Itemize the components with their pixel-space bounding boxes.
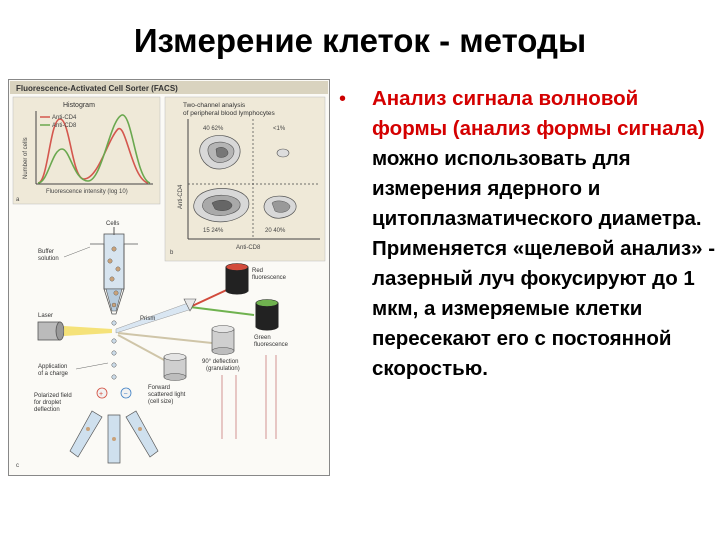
cluster-bottom-left xyxy=(193,188,250,223)
svg-text:+: + xyxy=(99,391,103,398)
deflection-plates: + − xyxy=(96,387,132,399)
cd4-curve xyxy=(37,118,149,184)
buffer-pointer xyxy=(63,246,91,258)
bullet-body: можно использовать для измерения ядерног… xyxy=(372,147,716,380)
label-prism: Prism xyxy=(140,316,155,322)
bullet-paragraph: Анализ сигнала волновой формы (анализ фо… xyxy=(372,84,718,384)
label-fwd-3: (cell size) xyxy=(148,399,173,405)
legend-cd4: Anti-CD4 xyxy=(52,115,77,121)
slide-title: Измерение клеток - методы xyxy=(133,22,587,59)
quad-bl-value: 15 24% xyxy=(203,228,224,234)
header-bar xyxy=(10,81,328,94)
label-red-1: Red xyxy=(252,268,263,274)
two-channel-xlabel: Anti-CD8 xyxy=(236,245,261,251)
svg-text:−: − xyxy=(124,391,128,398)
two-channel-title-2: of peripheral blood lymphocytes xyxy=(183,110,276,117)
side-light-path xyxy=(117,332,213,344)
red-detector xyxy=(225,263,249,295)
collection-tubes xyxy=(69,410,159,464)
label-charge-2: of a charge xyxy=(38,371,69,377)
label-field-1: Polarized field xyxy=(34,393,72,399)
legend-cd8: Anti-CD8 xyxy=(52,123,77,129)
side-scatter-beam xyxy=(115,302,193,334)
two-channel-title-1: Two-channel analysis xyxy=(183,102,246,109)
cluster-bottom-right xyxy=(263,195,297,219)
histogram-panel xyxy=(12,96,161,205)
charge-pointer xyxy=(75,362,109,370)
facs-figure: Fluorescence-Activated Cell Sorter (FACS… xyxy=(8,79,330,476)
quad-tl-value: 40 62% xyxy=(203,126,224,132)
label-fwd-2: scattered light xyxy=(148,392,186,398)
bullet-marker: • xyxy=(339,88,347,110)
bullet-highlight: Анализ сигнала волновой формы (анализ фо… xyxy=(372,87,705,140)
bullet-list: • Анализ сигнала волновой формы (анализ … xyxy=(339,84,718,384)
forward-light-path xyxy=(117,334,167,362)
label-field-3: deflection xyxy=(34,407,60,413)
label-laser: Laser xyxy=(38,313,53,319)
side-detector xyxy=(211,325,235,355)
facs-diagram: Fluorescence-Activated Cell Sorter (FACS… xyxy=(8,79,330,476)
cluster-top-right xyxy=(276,148,290,158)
label-charge-1: Application xyxy=(38,364,67,370)
label-green-2: fluorescence xyxy=(254,342,289,348)
two-channel-ylabel: Anti-CD4 xyxy=(178,184,184,209)
label-cells: Cells xyxy=(106,221,119,227)
laser-beam xyxy=(64,326,112,336)
label-green-1: Green xyxy=(254,335,271,341)
green-light-path xyxy=(189,306,255,316)
prism-shape xyxy=(183,298,197,312)
droplet-stream xyxy=(111,320,117,380)
quad-br-value: 20 40% xyxy=(265,228,286,234)
label-buffer-1: Buffer xyxy=(38,249,54,255)
histogram-title: Histogram xyxy=(63,102,95,109)
histogram-ylabel: Number of cells xyxy=(23,137,29,179)
cd8-curve xyxy=(37,114,151,184)
histogram-xlabel: Fluorescence intensity (log 10) xyxy=(46,189,128,195)
label-field-2: for droplet xyxy=(34,400,61,406)
figure-header: Fluorescence-Activated Cell Sorter (FACS… xyxy=(16,84,178,93)
label-red-2: fluorescence xyxy=(252,275,287,281)
laser-source xyxy=(37,321,65,341)
label-fwd-1: Forward xyxy=(148,385,170,391)
two-channel-panel xyxy=(164,96,326,262)
panel-letter-a: a xyxy=(16,197,20,203)
quad-tr-value: <1% xyxy=(273,126,286,132)
forward-detector xyxy=(163,353,187,381)
label-side-1: 90° deflection xyxy=(202,359,238,365)
green-detector xyxy=(255,299,279,331)
panel-letter-b: b xyxy=(170,250,174,256)
label-side-2: (granulation) xyxy=(206,366,240,372)
label-buffer-2: solution xyxy=(38,256,59,262)
cluster-top-left xyxy=(199,135,241,170)
panel-letter-c: c xyxy=(16,463,19,469)
